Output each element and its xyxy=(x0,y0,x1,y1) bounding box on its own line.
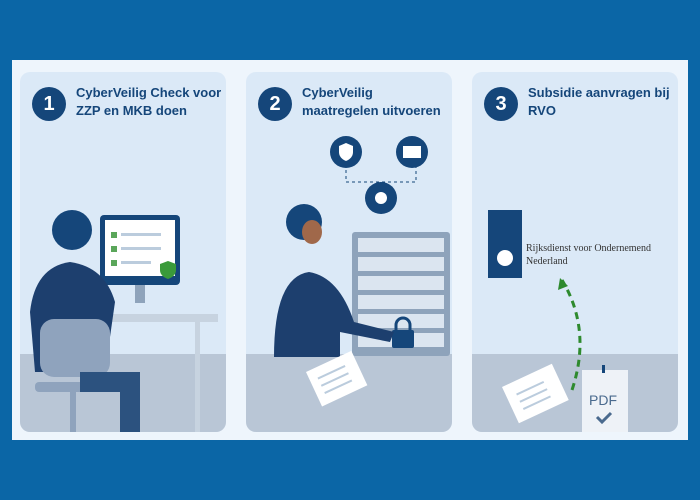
step-number-2: 2 xyxy=(258,87,292,121)
step-title-1: CyberVeilig Check voor ZZP en MKB doen xyxy=(76,85,222,118)
rvo-logo-emblem xyxy=(488,210,522,278)
rvo-logo-text: Rijksdienst voor Ondernemend Nederland xyxy=(526,243,651,267)
person-at-computer-illustration xyxy=(20,210,226,432)
step-card-3: Rijksdienst voor Ondernemend Nederland P… xyxy=(472,72,678,432)
step-card-2: 2 CyberVeilig maatregelen uitvoeren xyxy=(246,72,452,432)
step-number-3: 3 xyxy=(484,87,518,121)
pdf-label: PDF xyxy=(589,392,617,408)
subsidy-application-illustration xyxy=(472,210,678,432)
step-title-3: Subsidie aanvragen bij RVO xyxy=(528,85,670,118)
step-title-2: CyberVeilig maatregelen uitvoeren xyxy=(302,85,441,118)
step-number-1: 1 xyxy=(32,87,66,121)
infographic-panel: 1 CyberVeilig Check voor ZZP en MKB doen… xyxy=(12,60,688,440)
server-security-illustration xyxy=(246,136,452,432)
step-card-1: 1 CyberVeilig Check voor ZZP en MKB doen xyxy=(20,72,226,432)
